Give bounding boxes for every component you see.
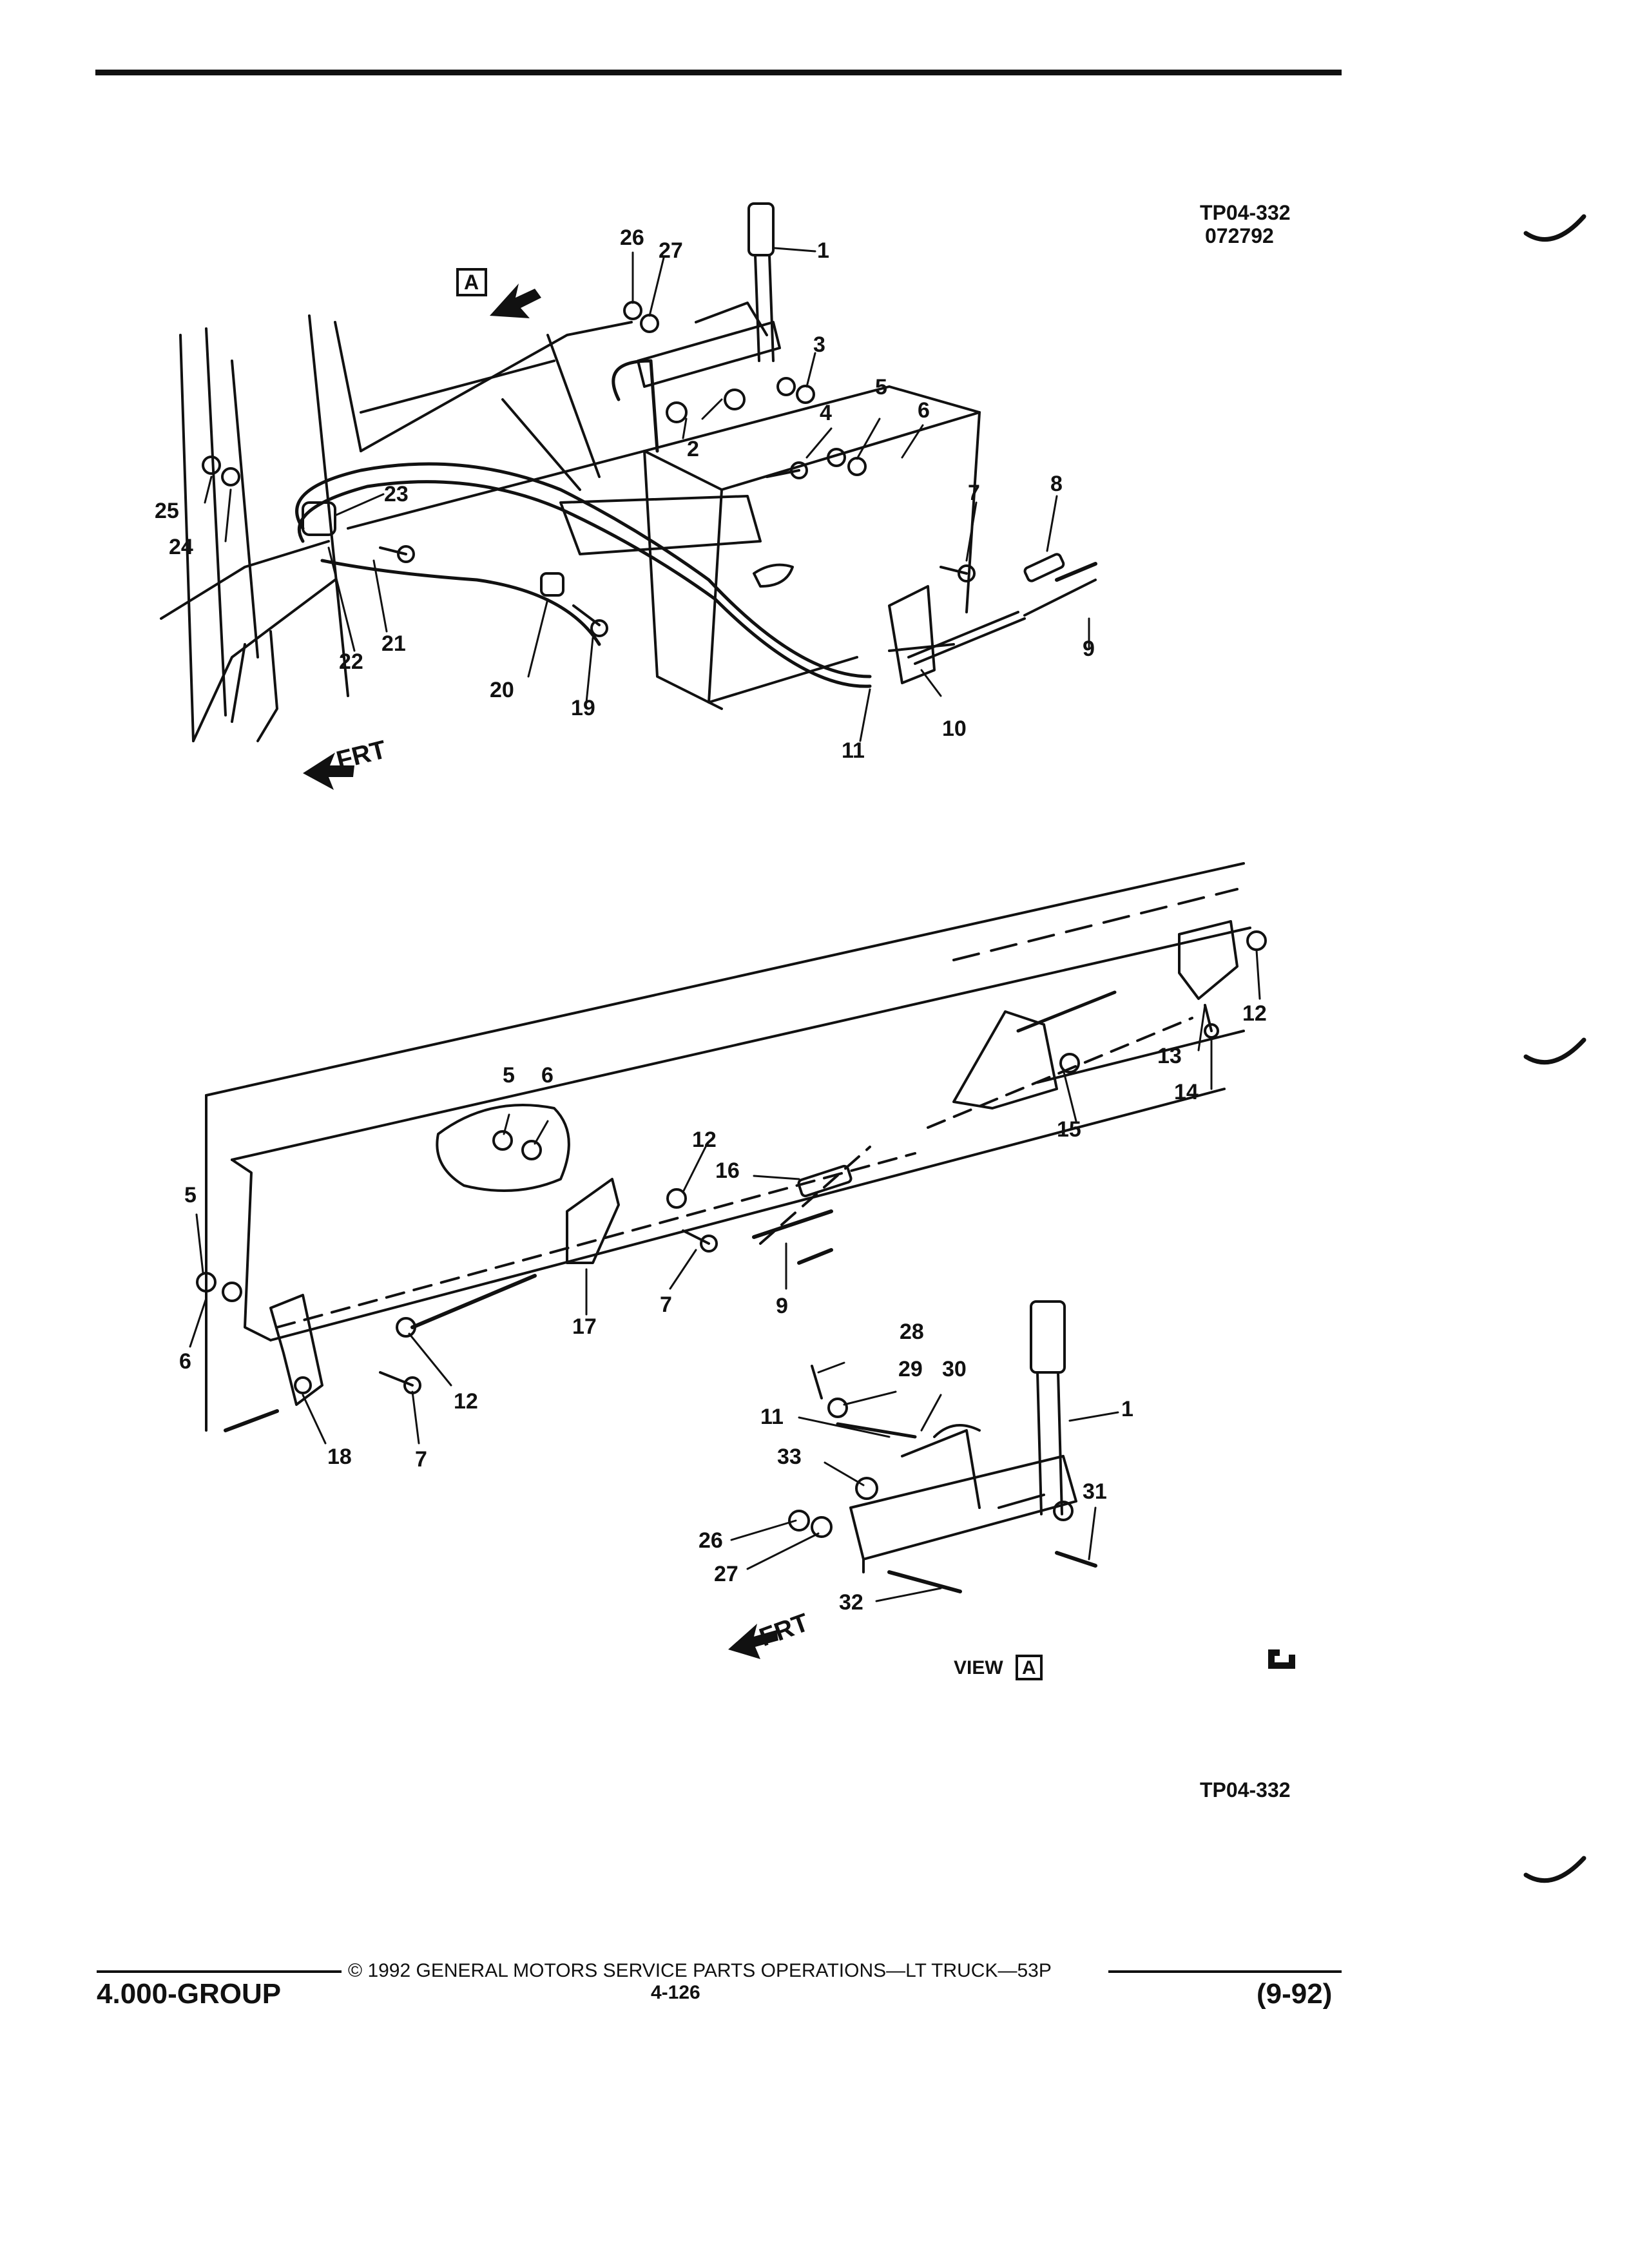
view-arrow-letter: A: [464, 271, 479, 294]
callout-1-top: 1: [817, 238, 829, 263]
callout-19: 19: [571, 696, 595, 720]
footer-group: 4.000-GROUP: [97, 1978, 282, 2010]
callout-11-top: 11: [842, 738, 865, 763]
header-rule: [95, 70, 1342, 75]
brake-cable: [295, 359, 872, 688]
bracket-15: [952, 1010, 1058, 1110]
callout-5-top: 5: [875, 375, 887, 399]
callout-11-view: 11: [760, 1405, 784, 1429]
view-label: VIEW: [954, 1657, 1003, 1678]
callout-9-top: 9: [1083, 637, 1095, 661]
callout-12-mid: 12: [692, 1128, 717, 1152]
callout-7-top: 7: [968, 481, 980, 505]
callout-30: 30: [942, 1357, 967, 1381]
footer-rule-left: [97, 1970, 342, 1973]
callout-27-view: 27: [714, 1562, 738, 1586]
view-a-box-top: [456, 268, 487, 296]
callout-12-left: 12: [454, 1389, 478, 1414]
front-arrow-top: [303, 753, 354, 790]
callout-12-right: 12: [1242, 1001, 1267, 1026]
leader-lines: [189, 247, 1261, 1602]
callout-10: 10: [942, 716, 967, 741]
callout-33: 33: [777, 1445, 802, 1469]
callout-26-view: 26: [699, 1528, 723, 1553]
callout-4: 4: [820, 401, 832, 425]
frame-rail: [205, 862, 1251, 1432]
callout-8: 8: [1050, 472, 1063, 496]
hidden-area-outline: [436, 1104, 570, 1192]
nuts-lower: [196, 930, 1267, 1338]
callout-7-left: 7: [415, 1447, 427, 1472]
view-a-box-bottom: [1016, 1655, 1043, 1680]
figure-id-top: TP04-332: [1200, 201, 1291, 224]
page-edge-marks: [1523, 214, 1586, 1883]
callout-28: 28: [900, 1320, 924, 1344]
callout-17: 17: [572, 1314, 597, 1339]
figure-date: 072792: [1205, 224, 1274, 247]
equalizer-bracket-10: [888, 585, 955, 684]
callout-32: 32: [839, 1590, 863, 1615]
callout-21: 21: [381, 631, 406, 656]
cable-clip-20: [540, 572, 564, 597]
callout-2: 2: [687, 437, 699, 461]
callout-18: 18: [327, 1445, 352, 1469]
callout-20: 20: [490, 678, 514, 702]
footer-page-number: 4-126: [651, 1982, 700, 2003]
view-a-lever-assembly: [788, 1300, 1097, 1593]
callout-24: 24: [169, 535, 193, 559]
callout-6-left: 6: [179, 1349, 191, 1374]
cable-path-dashed: [276, 1017, 1193, 1329]
callout-23: 23: [384, 482, 409, 506]
callout-9-mid: 9: [776, 1294, 788, 1318]
footer-copyright: © 1992 GENERAL MOTORS SERVICE PARTS OPER…: [348, 1960, 1052, 1981]
callout-3: 3: [813, 332, 825, 357]
footer-rule-right: [1108, 1970, 1342, 1973]
callout-26-top: 26: [620, 226, 644, 250]
callout-14: 14: [1174, 1080, 1199, 1104]
view-arrow-a: [490, 284, 541, 318]
bracket-13: [1178, 920, 1239, 1000]
crossmember: [559, 385, 981, 710]
nuts-top: [202, 301, 867, 486]
callout-27-top: 27: [659, 238, 683, 263]
lever-assembly-top: [637, 202, 781, 388]
vehicle-body-outline: [160, 314, 646, 742]
callout-6-top: 6: [918, 398, 930, 423]
threaded-rod: [907, 579, 1097, 665]
callout-5-left: 5: [184, 1183, 197, 1207]
callout-31: 31: [1083, 1479, 1107, 1504]
callout-5-mid: 5: [503, 1063, 515, 1088]
callout-7-mid: 7: [660, 1293, 672, 1317]
callout-22: 22: [339, 649, 363, 674]
gm-logo-mark: [1268, 1649, 1295, 1669]
callout-16: 16: [715, 1158, 740, 1183]
callout-29: 29: [898, 1357, 923, 1381]
callout-6-mid: 6: [541, 1063, 554, 1088]
cable-clip-22: [302, 501, 336, 536]
bolts-top: [379, 461, 976, 637]
figure-id-bottom: TP04-332: [1200, 1778, 1291, 1802]
callout-13: 13: [1157, 1044, 1182, 1068]
callout-15: 15: [1057, 1117, 1081, 1142]
bracket-18: [269, 1294, 323, 1406]
bracket-17: [566, 1178, 620, 1264]
view-letter: A: [1022, 1657, 1036, 1678]
callout-25: 25: [155, 499, 179, 523]
footer-revision: (9-92): [1257, 1978, 1333, 2010]
callout-1-view: 1: [1121, 1397, 1133, 1421]
front-arrow-bottom: [728, 1624, 778, 1659]
